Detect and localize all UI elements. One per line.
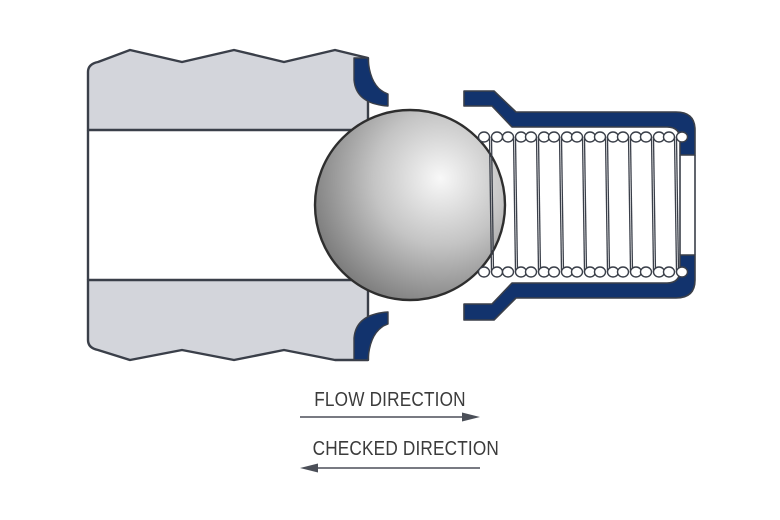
flow-direction-label: FLOW DIRECTION (314, 389, 466, 411)
arrow-right-icon (300, 412, 480, 422)
spring-wire-back (652, 136, 657, 273)
spring-coil-bottom (501, 266, 515, 278)
valve-seat-upper (353, 57, 389, 107)
valve-seat (353, 57, 389, 361)
arrow-left-icon (300, 463, 480, 473)
spring-wire-front (488, 136, 493, 273)
spring-coil-top (570, 131, 584, 143)
spring-wire-front (673, 136, 678, 273)
valve-body-lower-wall (86, 278, 370, 362)
spring-coil-bottom (477, 266, 491, 278)
spring-coil-top (616, 131, 630, 143)
spring-wire-back (583, 136, 588, 273)
spring-coil-top (477, 131, 491, 143)
spring-wire-front (627, 136, 632, 273)
spring-coil-bottom (490, 266, 504, 278)
spring-coil-bottom (662, 266, 676, 278)
compression-spring (477, 131, 689, 278)
spring-wire-back (490, 136, 495, 273)
spring-coil-bottom (675, 266, 689, 278)
spring-coil-top (501, 131, 515, 143)
spring-wire-back (606, 136, 611, 273)
spring-coil-top (593, 131, 607, 143)
spring-coil-top (639, 131, 653, 143)
valve-body-upper-wall (86, 48, 370, 132)
spring-retainer-lower (463, 254, 696, 321)
spring-retainer-upper (463, 90, 696, 156)
spring-coil-top (675, 131, 689, 143)
spring-coil-bottom (570, 266, 584, 278)
spring-coil-bottom (593, 266, 607, 278)
valve-body (86, 48, 370, 362)
spring-wire-back (560, 136, 565, 273)
spring-retainer (463, 90, 696, 321)
spring-coil-bottom (616, 266, 630, 278)
spring-coil-bottom (524, 266, 538, 278)
spring-wire-back (675, 136, 680, 273)
valve-seat-lower (353, 311, 389, 361)
spring-wire-front (650, 136, 655, 273)
spring-wire-back (537, 136, 542, 273)
spring-wire-front (535, 136, 540, 273)
spring-retainer-end-wall (679, 155, 696, 255)
check-ball (313, 108, 507, 302)
spring-wire-front (558, 136, 563, 273)
spring-coil-top (524, 131, 538, 143)
spring-wire-back (629, 136, 634, 273)
spring-coil-top (490, 131, 504, 143)
spring-wire-front (512, 136, 517, 273)
spring-coil-bottom (547, 266, 561, 278)
spring-coil-top (662, 131, 676, 143)
spring-coil-bottom (639, 266, 653, 278)
spring-wire-front (581, 136, 586, 273)
spring-coil-top (547, 131, 561, 143)
checked-direction-label: CHECKED DIRECTION (312, 438, 500, 460)
spring-wire-back (514, 136, 519, 273)
spring-wire-front (604, 136, 609, 273)
